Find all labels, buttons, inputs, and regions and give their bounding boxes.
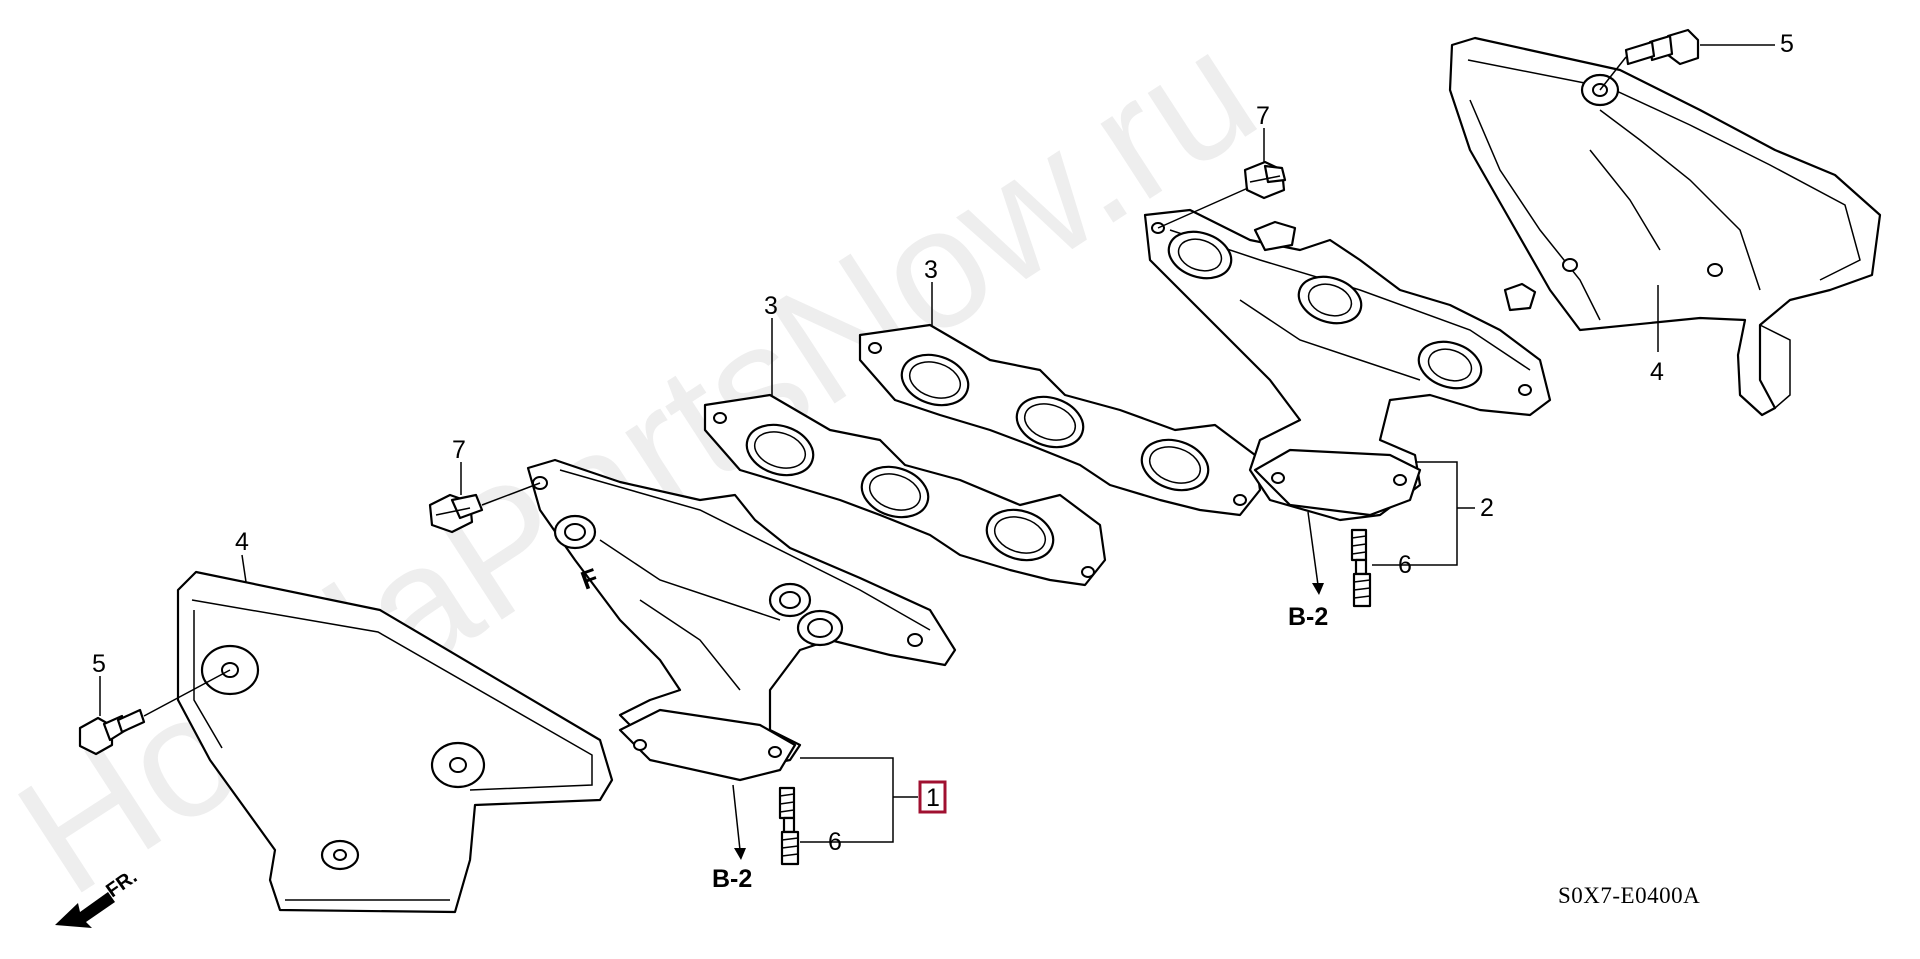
stud-left[interactable] — [778, 786, 800, 866]
nut-right[interactable] — [1157, 160, 1287, 229]
callout-1: 1 — [926, 784, 940, 812]
callout-7-left: 7 — [452, 436, 466, 464]
callout-1-highlighted[interactable]: 1 — [918, 780, 947, 814]
callout-5-left: 5 — [92, 650, 106, 678]
callout-3-left: 3 — [764, 292, 778, 320]
reference-b2-left[interactable]: B-2 — [712, 865, 752, 893]
callout-6-right: 6 — [1398, 551, 1412, 579]
gasket-left[interactable] — [703, 393, 1107, 587]
callout-2: 2 — [1480, 494, 1494, 522]
callout-7-right: 7 — [1256, 102, 1270, 130]
callout-3-right: 3 — [924, 256, 938, 284]
bolt-left[interactable] — [78, 669, 231, 756]
callout-4-left: 4 — [235, 528, 249, 556]
diagram-code: S0X7-E0400A — [1558, 883, 1700, 908]
reference-b2-right[interactable]: B-2 — [1288, 603, 1328, 631]
gasket-right[interactable] — [858, 323, 1262, 517]
nut-left[interactable] — [428, 482, 541, 534]
stud-right[interactable] — [1350, 528, 1372, 608]
callout-5-right: 5 — [1780, 30, 1794, 58]
exhaust-manifold-left[interactable]: F — [526, 458, 957, 782]
leader-lines — [99, 44, 1775, 860]
callout-4-right: 4 — [1650, 358, 1664, 386]
exhaust-manifold-right[interactable] — [1143, 208, 1552, 522]
bolt-right[interactable] — [1599, 28, 1700, 91]
callout-6-left: 6 — [828, 828, 842, 856]
